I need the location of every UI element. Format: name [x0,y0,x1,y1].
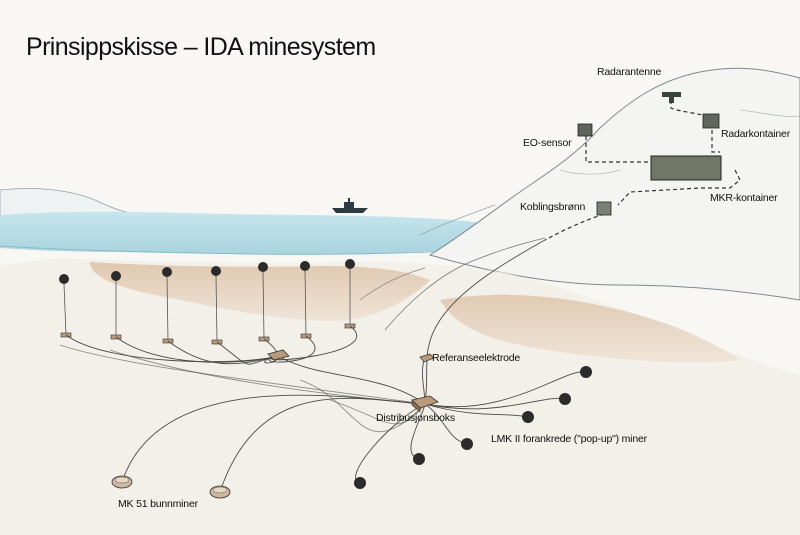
radar-container-label: Radarkontainer [721,128,790,140]
mkr-container-label: MKR-kontainer [710,192,777,204]
pop-up-mine [354,477,366,489]
pop-up-mine [580,366,592,378]
pop-up-mine [461,438,473,450]
eo-sensor-icon [578,124,592,136]
page-title: Prinsippskisse – IDA minesystem [26,33,376,62]
distribution-box-label: Distribusjonsboks [376,412,455,424]
bottom-mine [210,486,230,498]
coupling-well-label: Koblingsbrønn [520,201,585,213]
eo-sensor-label: EO-sensor [523,137,571,149]
radar-antenna-label: Radarantenne [597,66,661,78]
lmk-mines-label: LMK II forankrede ("pop-up") miner [491,433,647,445]
pop-up-mine [559,393,571,405]
mkr-container-icon [651,156,721,180]
pop-up-mine [413,453,425,465]
reference-electrode-label: Referanseelektrode [432,352,520,364]
mk51-mines-label: MK 51 bunnminer [118,498,198,510]
coupling-well-icon [597,202,611,215]
bottom-mine [112,476,132,488]
pop-up-mine [522,411,534,423]
radar-container-icon [703,114,719,128]
